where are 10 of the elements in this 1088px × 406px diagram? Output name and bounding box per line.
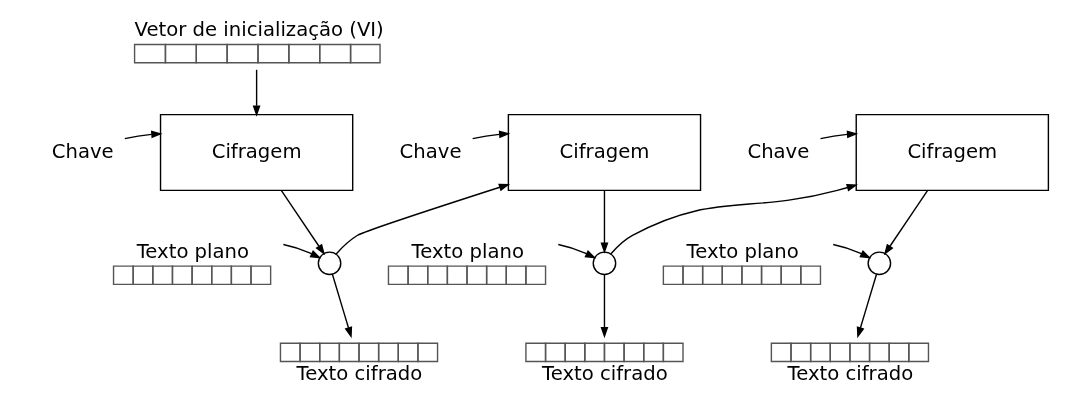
node-label: Texto cifrado [296, 362, 422, 386]
node-label: Texto cifrado [787, 362, 913, 386]
node-label: Texto plano [686, 239, 799, 263]
node-text: Chave [746, 139, 809, 163]
node-text: Chave [399, 139, 461, 163]
node-label: Texto cifrado [541, 362, 668, 386]
node-label: Vetor de inicialização (VI) [134, 18, 384, 42]
node-text: Chave [51, 139, 114, 163]
node-label: Texto plano [411, 239, 524, 263]
node-label: Texto plano [136, 239, 249, 263]
